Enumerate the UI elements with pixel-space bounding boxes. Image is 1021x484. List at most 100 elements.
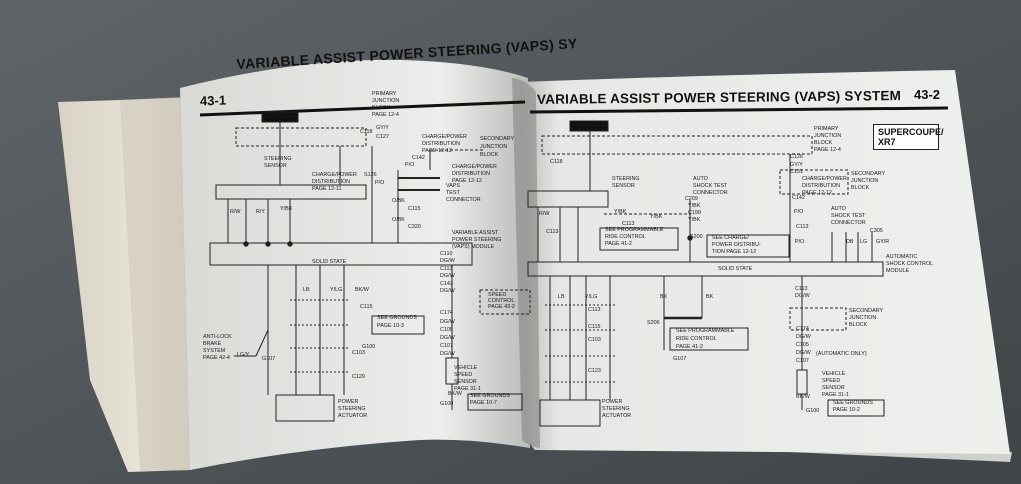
- diagram-label: GY/R: [876, 239, 889, 245]
- diagram-label: C115: [588, 324, 601, 330]
- diagram-label: PAGE 31-1: [454, 386, 481, 392]
- diagram-label: GY/Y: [790, 162, 803, 168]
- diagram-label: BK/W: [355, 287, 370, 293]
- diagram-label: PAGE 41-2: [676, 344, 703, 350]
- diagram-label: SEE PROGRAMMABLE: [605, 227, 664, 233]
- diagram-label: R/W: [539, 211, 550, 217]
- diagram-label: DG/W: [796, 350, 812, 356]
- diagram-label: PAGE 12-4: [814, 147, 841, 153]
- diagram-label: C118: [550, 159, 563, 165]
- grounds-note-box: [827, 399, 885, 417]
- diagram-label: C126: [790, 154, 803, 160]
- splice-dot: [265, 241, 271, 247]
- diagram-label: DISTRIBUTION: [312, 179, 350, 185]
- diagram-label: C115: [408, 206, 421, 212]
- diagram-label: G100: [806, 408, 819, 414]
- diagram-label: DISTRIBUTION: [422, 141, 460, 147]
- diagram-label: Y/BK: [650, 214, 663, 220]
- diagram-label: C105: [796, 342, 809, 348]
- diagram-label: DG/W: [795, 293, 811, 299]
- diagram-label: SEE CHARGE/: [712, 235, 749, 241]
- diagram-label: TION PAGE 12-12: [712, 249, 756, 255]
- diagram-label: PAGE 31-1: [822, 392, 849, 398]
- diagram-label: SEE GROUNDS: [377, 315, 417, 321]
- diagram-label: CHARGE/POWER: [312, 172, 357, 178]
- diagram-label: C107: [440, 343, 453, 349]
- diagram-label: O/BK: [392, 198, 405, 204]
- diagram-label: S206: [647, 320, 660, 326]
- power-steering-actuator-box: [275, 394, 335, 422]
- diagram-label: C113: [796, 224, 809, 230]
- diagram-label: S126: [364, 172, 377, 178]
- diagram-label: JUNCTION: [814, 133, 841, 139]
- diagram-label: SENSOR: [264, 163, 287, 169]
- diagram-label: C174: [440, 310, 453, 316]
- diagram-label: POWER DISTRIBU-: [712, 242, 761, 248]
- diagram-label: PAGE 10-3: [377, 323, 404, 329]
- diagram-label: Y/LG: [330, 287, 342, 293]
- left-header-rule: [199, 100, 526, 117]
- diagram-label: P/O: [794, 209, 803, 215]
- diagram-label: RIDE CONTROL: [605, 234, 646, 240]
- diagram-label: BK/W: [796, 394, 811, 400]
- diagram-label: SECONDARY: [849, 308, 883, 314]
- diagram-label: VARIABLE ASSIST: [452, 230, 499, 236]
- diagram-label: DG/W: [440, 319, 456, 325]
- diagram-label: BK/W: [448, 391, 463, 397]
- diagram-label: C320: [408, 224, 421, 230]
- diagram-label: RIDE CONTROL: [676, 336, 717, 342]
- diagram-label: JUNCTION: [372, 98, 399, 104]
- speed-control-box: [479, 289, 531, 315]
- diagram-label: C103: [588, 337, 601, 343]
- wire-abs: [255, 329, 269, 357]
- diagram-label: S200: [690, 234, 703, 240]
- diagram-label: SOLID STATE: [312, 259, 347, 265]
- diagram-label: JUNCTION: [851, 178, 878, 184]
- fuse-block-outline: [541, 135, 813, 155]
- diagram-label: C103: [352, 350, 365, 356]
- diagram-label: STEERING: [612, 176, 640, 182]
- diagram-label: LB: [303, 287, 310, 293]
- diagram-label: R/Y: [256, 209, 265, 215]
- diagram-label: CONNECTOR: [831, 220, 866, 226]
- charge-note-box: [706, 234, 790, 258]
- diagram-label: C127: [376, 134, 389, 140]
- diagram-label: G100: [440, 401, 453, 407]
- diagram-label: DG/W: [440, 351, 456, 357]
- diagram-label: C142: [412, 155, 425, 161]
- diagram-label: BRAKE: [203, 341, 222, 347]
- diagram-label: SENSOR: [612, 183, 635, 189]
- diagram-label: PAGE 41-2: [605, 241, 632, 247]
- splice-dot: [287, 241, 293, 247]
- diagram-label: POWER STEERING: [452, 237, 501, 243]
- diagram-label: PAGE 12-12: [452, 178, 482, 184]
- diagram-label: R/W: [230, 209, 241, 215]
- diagram-label: SEE GROUNDS: [470, 393, 510, 399]
- diagram-label: DG/W: [440, 335, 456, 341]
- diagram-label: CONNECTOR: [693, 190, 728, 196]
- diagram-label: DISTRIBUTION: [802, 183, 840, 189]
- diagram-label: JUNCTION: [849, 315, 876, 321]
- diagram-label: BLOCK: [372, 105, 391, 111]
- diagram-label: C113: [795, 286, 808, 292]
- diagram-label: STEERING: [338, 406, 366, 412]
- diagram-label: C113: [588, 307, 601, 313]
- diagram-label: C174: [796, 326, 809, 332]
- diagram-label: BLOCK: [480, 152, 499, 158]
- diagram-label: PAGE 10-2: [833, 407, 860, 413]
- diagram-label: BK: [706, 294, 714, 300]
- left-page-number: 43-1: [199, 92, 227, 109]
- diagram-label: O/BK: [392, 217, 405, 223]
- diagram-label: ANTI-LOCK: [203, 334, 232, 340]
- diagram-label: C113: [440, 266, 453, 272]
- diagram-label: C107: [796, 358, 809, 364]
- steering-sensor-block: [527, 190, 609, 208]
- right-page-number: 43-2: [914, 87, 941, 102]
- diagram-label: C110: [440, 251, 453, 257]
- diagram-label: C105: [440, 327, 453, 333]
- diagram-label: DISTRIBUTION: [452, 171, 490, 177]
- diagram-label: C142: [792, 195, 805, 201]
- right-header-rule: [529, 106, 949, 114]
- diagram-label: VEHICLE: [454, 365, 477, 371]
- ride-control-note-box: [599, 227, 679, 251]
